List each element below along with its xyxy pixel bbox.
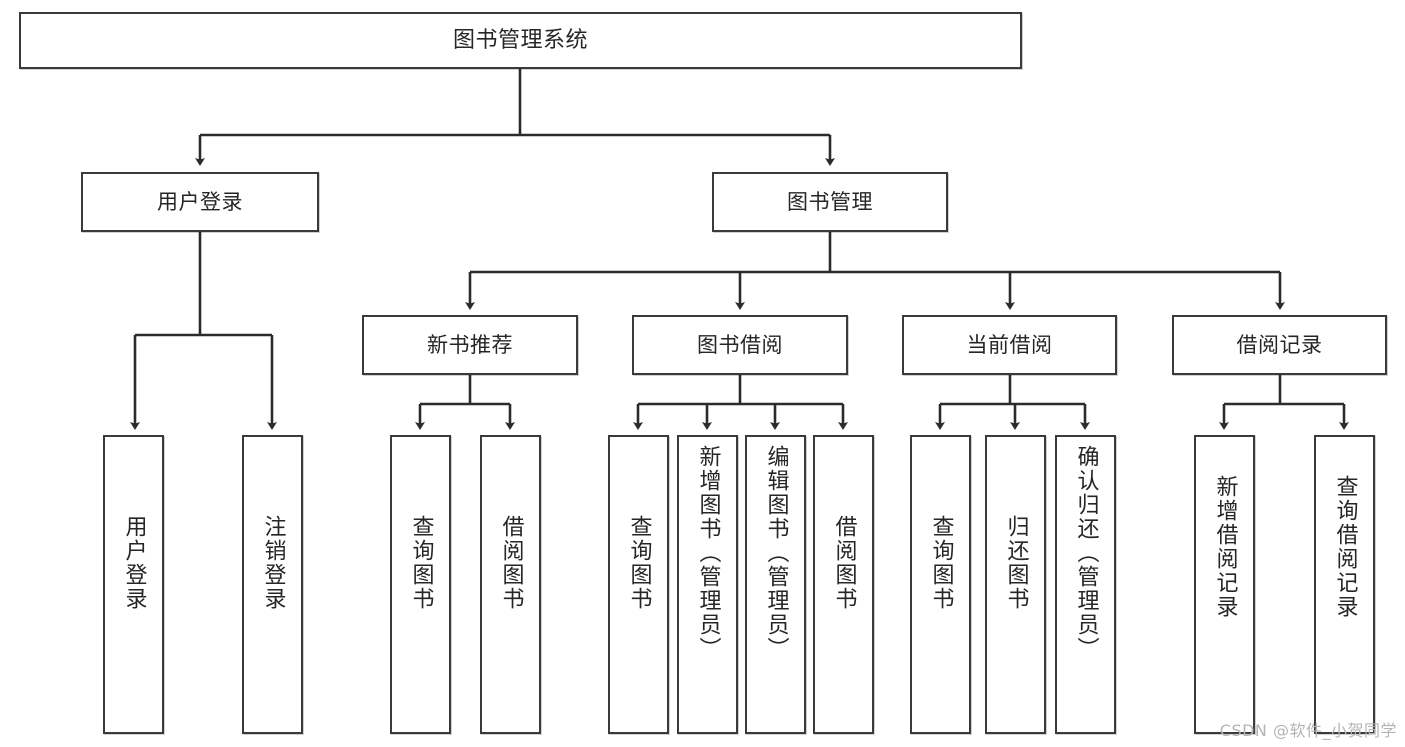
node-leaf-bb-query-book-label: 查询图书	[626, 515, 652, 611]
node-leaf-bb-add-book[interactable]: 新增图书（管理员）	[677, 435, 738, 734]
node-leaf-nb-borrow-book[interactable]: 借阅图书	[480, 435, 541, 734]
node-leaf-cb-confirm-return[interactable]: 确认归还（管理员）	[1055, 435, 1116, 734]
node-book-borrow-label: 图书借阅	[697, 332, 783, 357]
node-leaf-br-query-record-label: 查询借阅记录	[1332, 475, 1358, 619]
node-new-book-recommend-label: 新书推荐	[427, 332, 513, 357]
node-leaf-bb-add-book-label: 新增图书（管理员）	[695, 445, 721, 661]
node-book-management[interactable]: 图书管理	[712, 172, 948, 232]
node-leaf-cb-confirm-return-label: 确认归还（管理员）	[1073, 445, 1099, 661]
node-leaf-user-login-label: 用户登录	[121, 515, 147, 611]
node-new-book-recommend[interactable]: 新书推荐	[362, 315, 578, 375]
node-leaf-bb-edit-book-label: 编辑图书（管理员）	[763, 445, 789, 661]
node-leaf-bb-borrow-book-label: 借阅图书	[831, 515, 857, 611]
node-leaf-bb-edit-book[interactable]: 编辑图书（管理员）	[745, 435, 806, 734]
node-leaf-cb-query-book[interactable]: 查询图书	[910, 435, 971, 734]
node-borrow-record-label: 借阅记录	[1236, 332, 1323, 357]
node-leaf-br-add-record[interactable]: 新增借阅记录	[1194, 435, 1255, 734]
node-leaf-nb-query-book-label: 查询图书	[408, 515, 434, 611]
node-leaf-user-login[interactable]: 用户登录	[103, 435, 164, 734]
node-leaf-br-query-record[interactable]: 查询借阅记录	[1314, 435, 1375, 734]
watermark: CSDN @软件_小贺同学	[1219, 721, 1397, 740]
node-leaf-bb-borrow-book[interactable]: 借阅图书	[813, 435, 874, 734]
node-book-borrow[interactable]: 图书借阅	[632, 315, 848, 375]
node-leaf-nb-query-book[interactable]: 查询图书	[390, 435, 451, 734]
node-leaf-br-add-record-label: 新增借阅记录	[1212, 475, 1238, 619]
node-leaf-cb-query-book-label: 查询图书	[928, 515, 954, 611]
node-leaf-bb-query-book[interactable]: 查询图书	[608, 435, 669, 734]
node-book-management-label: 图书管理	[787, 189, 873, 214]
node-leaf-cb-return-book[interactable]: 归还图书	[985, 435, 1046, 734]
node-root-label: 图书管理系统	[452, 27, 588, 53]
node-leaf-cb-return-book-label: 归还图书	[1003, 515, 1029, 611]
node-borrow-record[interactable]: 借阅记录	[1172, 315, 1387, 375]
node-leaf-nb-borrow-book-label: 借阅图书	[498, 515, 524, 611]
node-leaf-logout-login-label: 注销登录	[260, 515, 286, 611]
node-current-borrow[interactable]: 当前借阅	[902, 315, 1117, 375]
node-leaf-logout-login[interactable]: 注销登录	[242, 435, 303, 734]
node-current-borrow-label: 当前借阅	[966, 332, 1053, 357]
node-user-login-label: 用户登录	[157, 189, 243, 214]
node-root[interactable]: 图书管理系统	[19, 12, 1022, 69]
node-user-login[interactable]: 用户登录	[81, 172, 319, 232]
